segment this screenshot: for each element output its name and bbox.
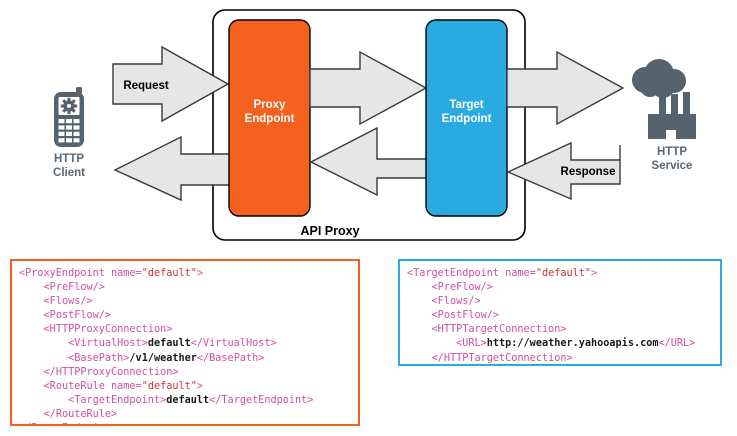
code-line: <VirtualHost>default</VirtualHost> — [68, 338, 277, 350]
request-arrow-label: Request — [123, 80, 169, 92]
code-line: <URL>http://weather.yahooapis.com</URL> — [456, 338, 696, 350]
code-line: </ProxyEndpoint> — [19, 422, 351, 424]
code-line: <TargetEndpoint>default</TargetEndpoint> — [68, 394, 314, 406]
target-endpoint-label-line2: Endpoint — [442, 113, 492, 125]
api-proxy-flow-diagram: Request Proxy Endpoint Target Endpoint A… — [53, 9, 696, 241]
http-service-node: HTTP Service — [632, 59, 696, 172]
api-proxy-container-label: API Proxy — [300, 224, 359, 238]
http-service-label-line1: HTTP — [657, 146, 687, 158]
code-line: <PreFlow/> — [431, 282, 493, 294]
code-line: </HTTPProxyConnection> — [43, 366, 179, 378]
code-line: <PreFlow/> — [43, 282, 105, 294]
code-line: <Flows/> — [43, 296, 93, 308]
http-client-label-line1: HTTP — [54, 153, 84, 165]
http-service-label-line2: Service — [652, 160, 693, 172]
code-line: <HTTPProxyConnection> — [43, 324, 173, 336]
code-line: <HTTPTargetConnection> — [431, 324, 567, 336]
response-arrow-label: Response — [561, 166, 616, 178]
target-to-proxy-arrow — [309, 126, 428, 197]
proxy-endpoint-label-line1: Proxy — [254, 99, 287, 111]
request-arrow: Request — [112, 45, 230, 123]
code-line: <PostFlow/> — [43, 310, 112, 322]
proxy-to-target-arrow — [309, 50, 428, 126]
target-to-service-arrow — [506, 50, 625, 126]
mobile-phone-gear-icon — [54, 87, 84, 147]
target-endpoint-code-panel: <TargetEndpoint name="default"> <PreFlow… — [398, 259, 722, 366]
target-endpoint-label-line1: Target — [449, 99, 483, 111]
http-client-label-line2: Client — [53, 167, 85, 179]
http-client-node: HTTP Client — [53, 87, 85, 179]
proxy-endpoint-box[interactable] — [228, 19, 311, 217]
proxy-endpoint-code-panel: <ProxyEndpoint name="default"> <PreFlow/… — [10, 259, 360, 426]
service-to-target-arrow: Response — [506, 141, 621, 201]
proxy-endpoint-label-line2: Endpoint — [245, 113, 295, 125]
code-line: <ProxyEndpoint name="default"> — [19, 268, 204, 279]
code-line: <PostFlow/> — [431, 310, 500, 322]
factory-cloud-icon — [632, 59, 696, 139]
code-line: <Flows/> — [431, 296, 481, 308]
code-line: <TargetEndpoint name="default"> — [407, 268, 598, 279]
code-line: </HTTPTargetConnection> — [431, 352, 573, 364]
code-line: <RouteRule name="default"> — [43, 380, 204, 392]
code-line: </RouteRule> — [43, 408, 118, 420]
code-line: <BasePath>/v1/weather</BasePath> — [68, 352, 265, 364]
target-endpoint-box[interactable] — [425, 19, 508, 217]
